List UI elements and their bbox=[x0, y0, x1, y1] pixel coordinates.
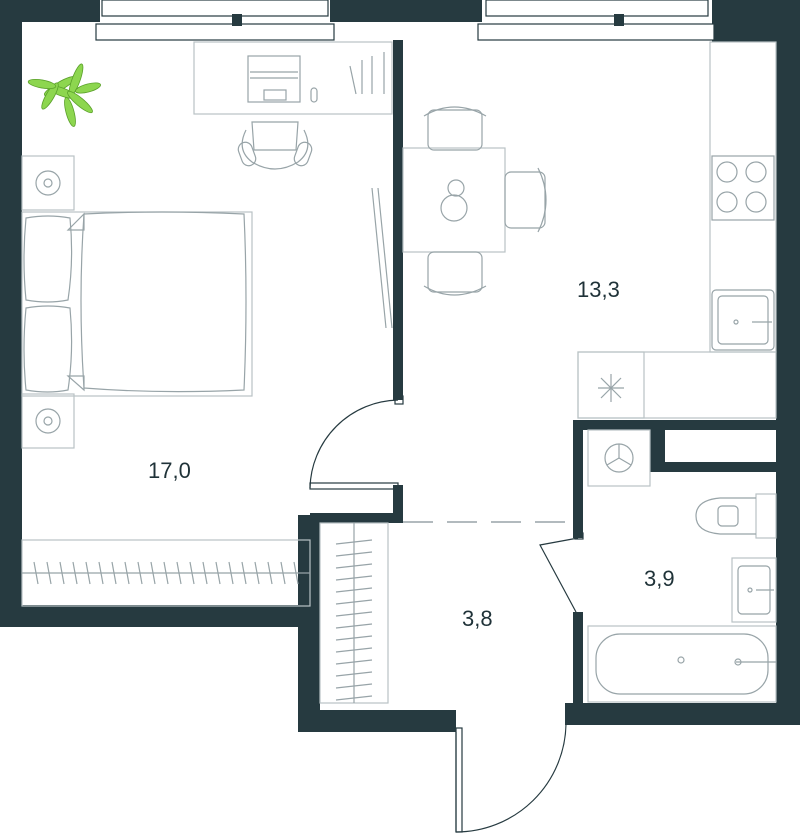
dining-table-icon bbox=[402, 147, 506, 253]
area-label-hallway: 3,8 bbox=[462, 606, 493, 631]
dining-chair-icon bbox=[423, 106, 547, 296]
area-label-kitchen: 13,3 bbox=[577, 277, 620, 302]
bed-icon bbox=[21, 211, 253, 397]
office-chair-icon bbox=[237, 121, 313, 170]
walls bbox=[0, 0, 800, 732]
bathtub-icon bbox=[587, 625, 777, 703]
kitchen-sink-icon bbox=[711, 289, 775, 351]
doors bbox=[309, 395, 584, 833]
fridge-icon bbox=[577, 351, 645, 419]
mirror-icon bbox=[371, 187, 393, 329]
kitchen-counter bbox=[577, 41, 777, 419]
windows bbox=[95, 0, 715, 41]
nightstand-icon bbox=[21, 155, 75, 211]
hallway-wardrobe-icon bbox=[319, 522, 389, 704]
washbasin-icon bbox=[731, 557, 777, 623]
desk-icon bbox=[193, 41, 393, 115]
nightstand-icon-2 bbox=[21, 393, 75, 449]
plant-icon bbox=[27, 63, 101, 127]
stove-icon bbox=[711, 155, 775, 221]
area-label-bedroom: 17,0 bbox=[148, 458, 191, 483]
washing-machine-icon bbox=[587, 429, 651, 487]
toilet-icon bbox=[695, 493, 777, 539]
area-label-bathroom: 3,9 bbox=[644, 566, 675, 591]
wardrobe-icon bbox=[21, 539, 311, 607]
